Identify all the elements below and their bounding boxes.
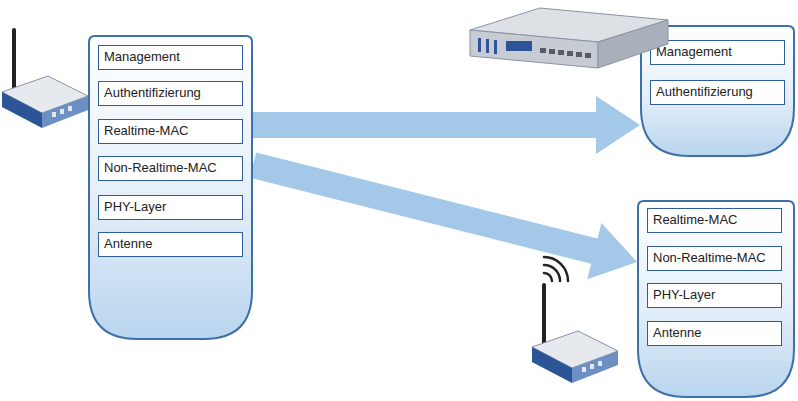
- port-row: [540, 48, 591, 58]
- status-led: [582, 367, 586, 372]
- function-label: PHY-Layer: [104, 196, 242, 218]
- device-top: [532, 331, 618, 368]
- device-top: [2, 76, 88, 113]
- function-label: Antenne: [104, 233, 242, 255]
- function-box: Authentifizierung: [650, 80, 785, 105]
- group-outline-path: [638, 201, 794, 397]
- status-led: [494, 40, 497, 54]
- flow-arrow: [253, 96, 640, 154]
- antenna-rod: [542, 285, 546, 347]
- device-side: [572, 351, 618, 383]
- function-label: Realtime-MAC: [653, 209, 781, 231]
- status-led: [486, 39, 489, 53]
- display-panel: [506, 41, 532, 51]
- function-label: Authentifizierung: [104, 82, 242, 104]
- function-label: Management: [104, 46, 242, 68]
- function-box: Realtime-MAC: [98, 119, 243, 144]
- function-label: PHY-Layer: [653, 284, 781, 306]
- function-label: Realtime-MAC: [104, 120, 242, 142]
- function-label: Non-Realtime-MAC: [653, 247, 781, 269]
- function-label: Authentifizierung: [656, 81, 784, 103]
- radio-waves: [544, 257, 568, 281]
- function-box: Management: [650, 40, 785, 65]
- function-box: Antenne: [647, 321, 782, 346]
- function-box: PHY-Layer: [647, 283, 782, 308]
- access-point-illustration: [2, 30, 88, 128]
- access-point-illustration: [532, 257, 618, 383]
- flow-arrow: [250, 152, 637, 279]
- group-outline-path: [641, 26, 794, 156]
- function-box: Non-Realtime-MAC: [647, 246, 782, 271]
- group-outline-path: [89, 36, 252, 339]
- status-led: [68, 106, 72, 111]
- device-front: [532, 347, 572, 383]
- function-box: Authentifizierung: [98, 81, 243, 106]
- device-front: [2, 92, 42, 128]
- function-box: Management: [98, 45, 243, 70]
- component-group: ManagementAuthentifizierungRealtime-MAC N…: [88, 35, 253, 340]
- device-top: [470, 8, 668, 42]
- device-side: [42, 96, 88, 128]
- device-front: [470, 30, 598, 68]
- status-led: [60, 109, 64, 114]
- function-label: Management: [656, 41, 784, 63]
- component-group: Realtime-MAC Non-Realtime-MAC PHY-LayerAnt…: [637, 200, 795, 398]
- function-box: PHY-Layer: [98, 195, 243, 220]
- wlan-controller-illustration: [470, 8, 668, 68]
- status-led: [52, 112, 56, 117]
- antenna-rod: [12, 30, 16, 92]
- status-led: [478, 38, 481, 52]
- function-label: Non-Realtime-MAC: [104, 157, 242, 179]
- function-box: Antenne: [98, 232, 243, 257]
- component-group: ManagementAuthentifizierung: [640, 25, 795, 157]
- status-led: [590, 364, 594, 369]
- function-box: Realtime-MAC: [647, 208, 782, 233]
- status-led: [598, 361, 602, 366]
- function-box: Non-Realtime-MAC: [98, 156, 243, 181]
- function-label: Antenne: [653, 322, 781, 344]
